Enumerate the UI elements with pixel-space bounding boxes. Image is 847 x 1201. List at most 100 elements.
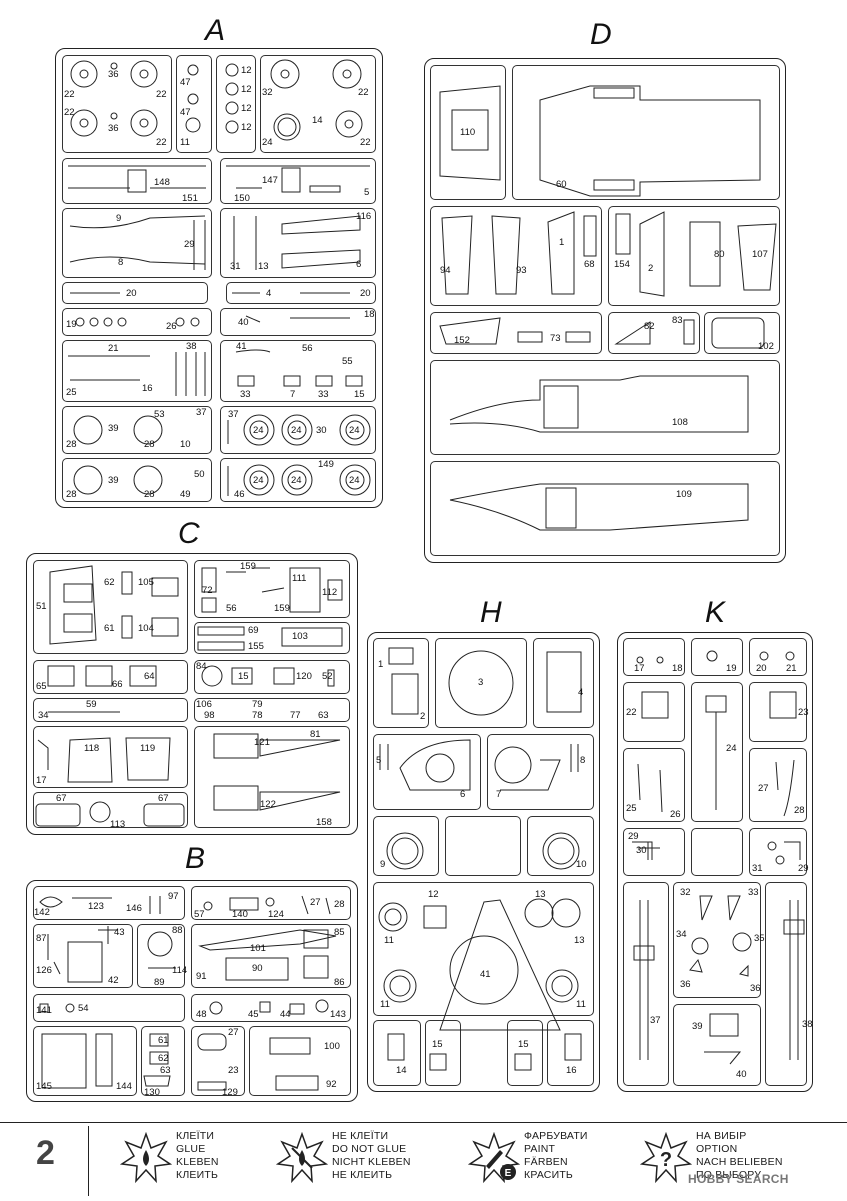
part-number: 129 [222, 1087, 238, 1098]
part-number: 11 [180, 137, 190, 148]
part-number: 78 [252, 710, 263, 721]
part-number: 22 [626, 707, 637, 718]
sprue-c-cell [194, 660, 350, 694]
part-number: 11 [380, 999, 390, 1010]
sprue-a-cell [62, 308, 212, 336]
part-number: 15 [432, 1039, 443, 1050]
part-number: 28 [66, 439, 77, 450]
part-number: 62 [158, 1053, 169, 1064]
sprue-b-cell [191, 1026, 245, 1096]
part-number: 48 [196, 1009, 207, 1020]
part-number: 112 [322, 587, 338, 598]
sprue-c-cell [194, 698, 350, 722]
part-number: 32 [262, 87, 273, 98]
sprue-a-frame [55, 48, 383, 508]
wheel-icon [70, 60, 98, 88]
part-number: 85 [334, 927, 345, 938]
part-number: 113 [110, 819, 126, 830]
part-number: 8 [118, 257, 124, 268]
part-number: 144 [116, 1081, 132, 1092]
sprue-h-cell [445, 816, 521, 876]
part-number: 12 [241, 65, 252, 76]
part-number: 24 [726, 743, 737, 754]
part-number: 61 [158, 1035, 169, 1046]
part-number: 26 [670, 809, 681, 820]
part-number: 79 [252, 699, 263, 710]
wheel-icon [332, 59, 362, 89]
part-number: 32 [680, 887, 691, 898]
sprue-b-cell [141, 1026, 185, 1096]
part-number: 25 [66, 387, 77, 398]
part-number: 69 [248, 625, 259, 636]
part-number: 18 [672, 663, 683, 674]
part-number: 86 [334, 977, 345, 988]
part-number: 159 [274, 603, 290, 614]
part-number: 14 [396, 1065, 407, 1076]
sprue-b-cell [33, 994, 185, 1022]
part-number: 89 [154, 977, 165, 988]
part-number: 19 [726, 663, 737, 674]
part-number: 124 [268, 909, 284, 920]
part-number: 122 [260, 799, 276, 810]
sprue-k-cell [623, 828, 685, 876]
sprue-k-cell [623, 638, 685, 676]
sprue-b-cell [33, 924, 133, 988]
part-number: 29 [184, 239, 195, 250]
part-number: 2 [648, 263, 654, 274]
part-number: 55 [342, 356, 353, 367]
part-number: 61 [104, 623, 115, 634]
part-number: 107 [752, 249, 768, 260]
part-number: 29 [628, 831, 639, 842]
sprue-h-cell [373, 734, 481, 810]
part-number: 28 [144, 489, 155, 500]
part-number: 8 [580, 755, 586, 766]
part-number: 103 [292, 631, 308, 642]
part-number: 33 [748, 887, 759, 898]
part-number: 110 [460, 127, 476, 138]
sprue-d-letter: D [590, 18, 612, 51]
sprue-c-cell [194, 560, 350, 618]
sprue-c-cell [33, 698, 188, 722]
sprue-d-cell [430, 65, 506, 200]
part-number: 22 [156, 89, 167, 100]
part-number: 4 [266, 288, 272, 299]
part-number: 17 [634, 663, 645, 674]
part-number: 10 [180, 439, 191, 450]
sprue-c-cell [33, 726, 188, 788]
sprue-h-cell [373, 1020, 421, 1086]
sprue-h-cell [435, 638, 527, 728]
sprue-a-cell [62, 340, 212, 402]
part-number: 15 [238, 671, 249, 682]
part-number: 13 [535, 889, 546, 900]
part-number: 49 [180, 489, 191, 500]
part-number: 100 [324, 1041, 340, 1052]
part-number: 34 [676, 929, 687, 940]
part-number: 41 [480, 969, 491, 980]
part-number: 17 [36, 775, 47, 786]
sprue-k-letter: K [705, 596, 726, 629]
part-number: 121 [254, 737, 270, 748]
part-number: 98 [204, 710, 215, 721]
part-number: 91 [196, 971, 207, 982]
part-number: 68 [584, 259, 595, 270]
part-number: 39 [108, 475, 119, 486]
part-number: 106 [196, 699, 212, 710]
part-number: 47 [180, 107, 191, 118]
sprue-a-cell [176, 55, 212, 153]
part-number: 4 [578, 687, 584, 698]
sprue-h-cell [547, 1020, 594, 1086]
sprue-h-letter: H [480, 596, 502, 629]
part-number: 73 [550, 333, 561, 344]
sprue-a-cell [62, 158, 212, 204]
part-number: 12 [241, 122, 252, 133]
part-number: 33 [240, 389, 251, 400]
sprue-d-cell [704, 312, 780, 354]
part-number: 5 [364, 187, 370, 198]
part-number: 38 [186, 341, 197, 352]
part-number: 9 [116, 213, 122, 224]
sprue-a-cell [62, 282, 208, 304]
sprue-c-cell [33, 660, 188, 694]
part-number: 31 [230, 261, 241, 272]
